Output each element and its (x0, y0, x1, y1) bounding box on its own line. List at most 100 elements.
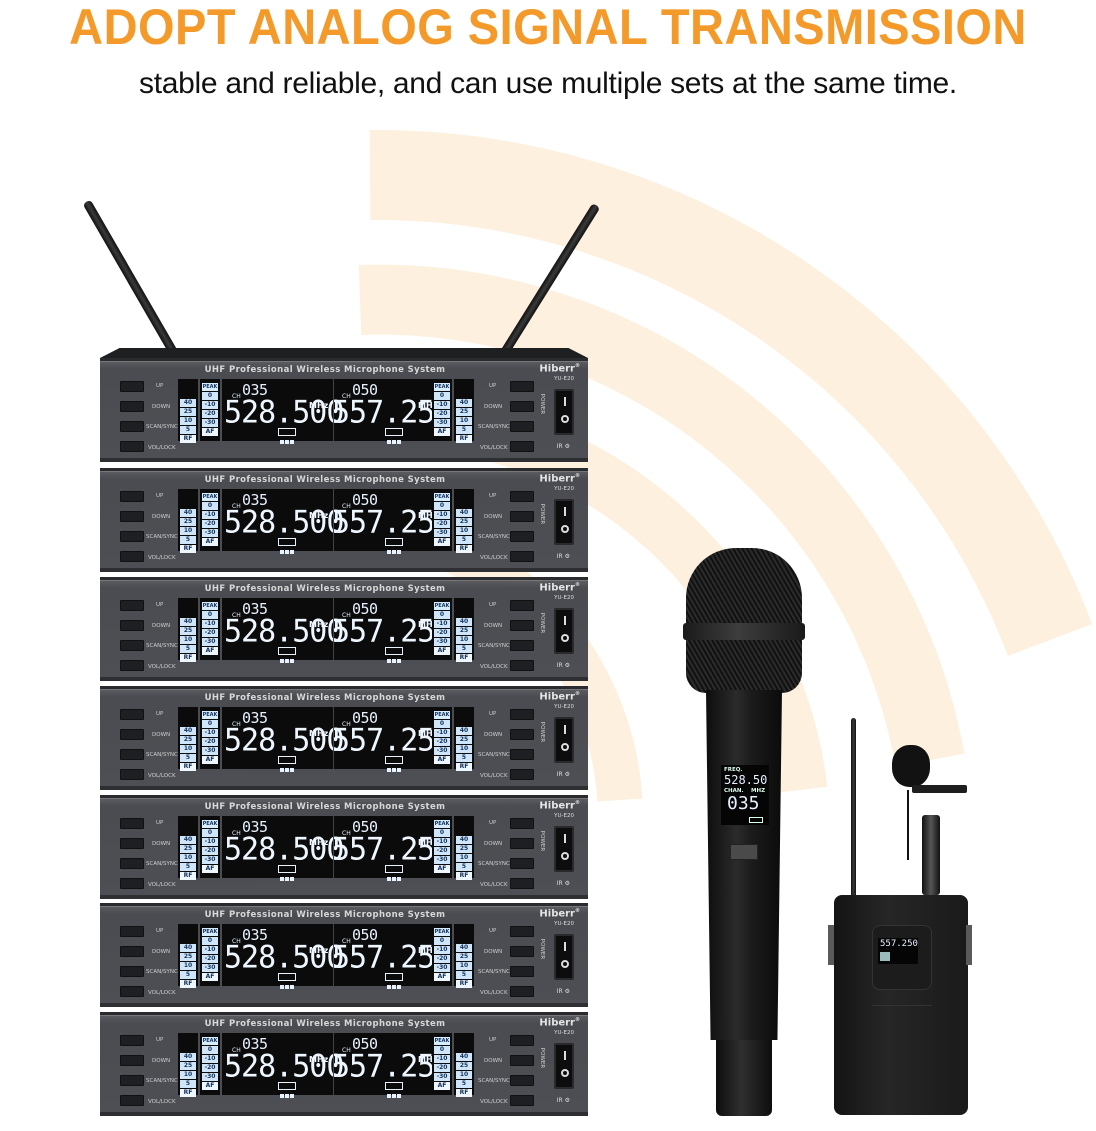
left-vol-lock-button[interactable] (120, 441, 144, 452)
left-vol-lock-button[interactable] (120, 986, 144, 997)
right-down-button[interactable] (510, 729, 534, 740)
receiver-system-title: UHF Professional Wireless Microphone Sys… (204, 1019, 446, 1029)
right-down-button[interactable] (510, 1055, 534, 1066)
left-up-label: UP (156, 383, 164, 389)
right-vol-lock-button[interactable] (510, 660, 534, 671)
left-up-label: UP (156, 493, 164, 499)
channel-a-frequency: 528.500 (224, 722, 344, 759)
power-label: POWER (538, 503, 545, 525)
left-vol-lock-button[interactable] (120, 878, 144, 889)
right-scan-sync-button[interactable] (510, 966, 534, 977)
left-vol-lock-button[interactable] (120, 660, 144, 671)
right-up-button[interactable] (510, 818, 534, 829)
left-scan-sync-button[interactable] (120, 531, 144, 542)
right-vol-lock-button[interactable] (510, 441, 534, 452)
left-down-button[interactable] (120, 946, 144, 957)
right-up-button[interactable] (510, 709, 534, 720)
power-switch[interactable] (554, 826, 574, 872)
handheld-mic-display: FREQ. 528.50 CHAN. MHZ 035 (721, 765, 769, 825)
power-switch[interactable] (554, 608, 574, 654)
channel-a-frequency: 528.500 (224, 1048, 344, 1085)
right-up-button[interactable] (510, 926, 534, 937)
receiver-unit-2: UHF Professional Wireless Microphone Sys… (100, 468, 588, 572)
right-down-button[interactable] (510, 838, 534, 849)
left-up-button[interactable] (120, 1035, 144, 1046)
right-vol-lock-button[interactable] (510, 1095, 534, 1106)
left-down-label: DOWN (152, 1058, 171, 1064)
receiver-system-title: UHF Professional Wireless Microphone Sys… (204, 693, 446, 703)
right-scan-sync-button[interactable] (510, 1075, 534, 1086)
left-scan-sync-button[interactable] (120, 1075, 144, 1086)
left-scan-sync-button[interactable] (120, 858, 144, 869)
receiver-unit-5: UHF Professional Wireless Microphone Sys… (100, 795, 588, 899)
ir-sensor-icon: IR ⚙ (556, 1097, 570, 1104)
left-down-button[interactable] (120, 401, 144, 412)
right-up-button[interactable] (510, 600, 534, 611)
left-up-button[interactable] (120, 600, 144, 611)
left-scan-sync-button[interactable] (120, 421, 144, 432)
right-up-button[interactable] (510, 381, 534, 392)
channel-b-battery-icon (385, 1082, 403, 1098)
right-down-button[interactable] (510, 620, 534, 631)
right-down-button[interactable] (510, 401, 534, 412)
model-number: YU-E20 (554, 921, 574, 927)
receiver-top-lid (100, 348, 588, 358)
brand-logo: Hiberr® (539, 473, 580, 485)
left-scan-sync-button[interactable] (120, 640, 144, 651)
left-scan-sync-label: SCAN/SYNC (146, 643, 178, 649)
channel-b-number: 050 (352, 709, 378, 727)
left-down-label: DOWN (152, 514, 171, 520)
right-up-button[interactable] (510, 1035, 534, 1046)
right-scan-sync-button[interactable] (510, 421, 534, 432)
mic-power-button[interactable] (730, 844, 758, 860)
left-up-button[interactable] (120, 818, 144, 829)
right-vol-lock-button[interactable] (510, 551, 534, 562)
left-vol-lock-button[interactable] (120, 1095, 144, 1106)
left-up-button[interactable] (120, 491, 144, 502)
left-down-button[interactable] (120, 729, 144, 740)
right-down-button[interactable] (510, 511, 534, 522)
receiver-system-title: UHF Professional Wireless Microphone Sys… (204, 910, 446, 920)
right-scan-sync-button[interactable] (510, 749, 534, 760)
right-scan-sync-button[interactable] (510, 531, 534, 542)
left-down-button[interactable] (120, 620, 144, 631)
left-vol-lock-button[interactable] (120, 769, 144, 780)
power-switch[interactable] (554, 717, 574, 763)
channel-b-battery-icon (385, 647, 403, 663)
left-up-button[interactable] (120, 926, 144, 937)
power-switch[interactable] (554, 1043, 574, 1089)
right-scan-sync-button[interactable] (510, 640, 534, 651)
power-label: POWER (538, 938, 545, 960)
bodypack-battery-door[interactable] (872, 1005, 932, 1009)
ir-sensor-icon: IR ⚙ (556, 662, 570, 669)
lavalier-connector (922, 815, 940, 895)
right-scan-sync-button[interactable] (510, 858, 534, 869)
left-up-button[interactable] (120, 709, 144, 720)
power-switch[interactable] (554, 934, 574, 980)
left-down-button[interactable] (120, 511, 144, 522)
right-vol-lock-button[interactable] (510, 769, 534, 780)
right-up-button[interactable] (510, 491, 534, 502)
right-down-button[interactable] (510, 946, 534, 957)
right-vol-lock-button[interactable] (510, 878, 534, 889)
channel-a-battery-icon (278, 428, 296, 444)
left-down-button[interactable] (120, 1055, 144, 1066)
left-vol-lock-button[interactable] (120, 551, 144, 562)
receiver-unit-1: UHF Professional Wireless Microphone Sys… (100, 358, 588, 462)
receiver-system-title: UHF Professional Wireless Microphone Sys… (204, 365, 446, 375)
power-switch[interactable] (554, 499, 574, 545)
receiver-lcd: CH 035 528.500 MHz CH 050 557.250 MHz (222, 1033, 452, 1098)
left-scan-sync-button[interactable] (120, 966, 144, 977)
left-scan-sync-button[interactable] (120, 749, 144, 760)
power-switch[interactable] (554, 389, 574, 435)
left-down-button[interactable] (120, 838, 144, 849)
left-scan-sync-label: SCAN/SYNC (146, 752, 178, 758)
right-vol-lock-button[interactable] (510, 986, 534, 997)
left-up-button[interactable] (120, 381, 144, 392)
peak-indicator: PEAK (202, 1037, 218, 1045)
